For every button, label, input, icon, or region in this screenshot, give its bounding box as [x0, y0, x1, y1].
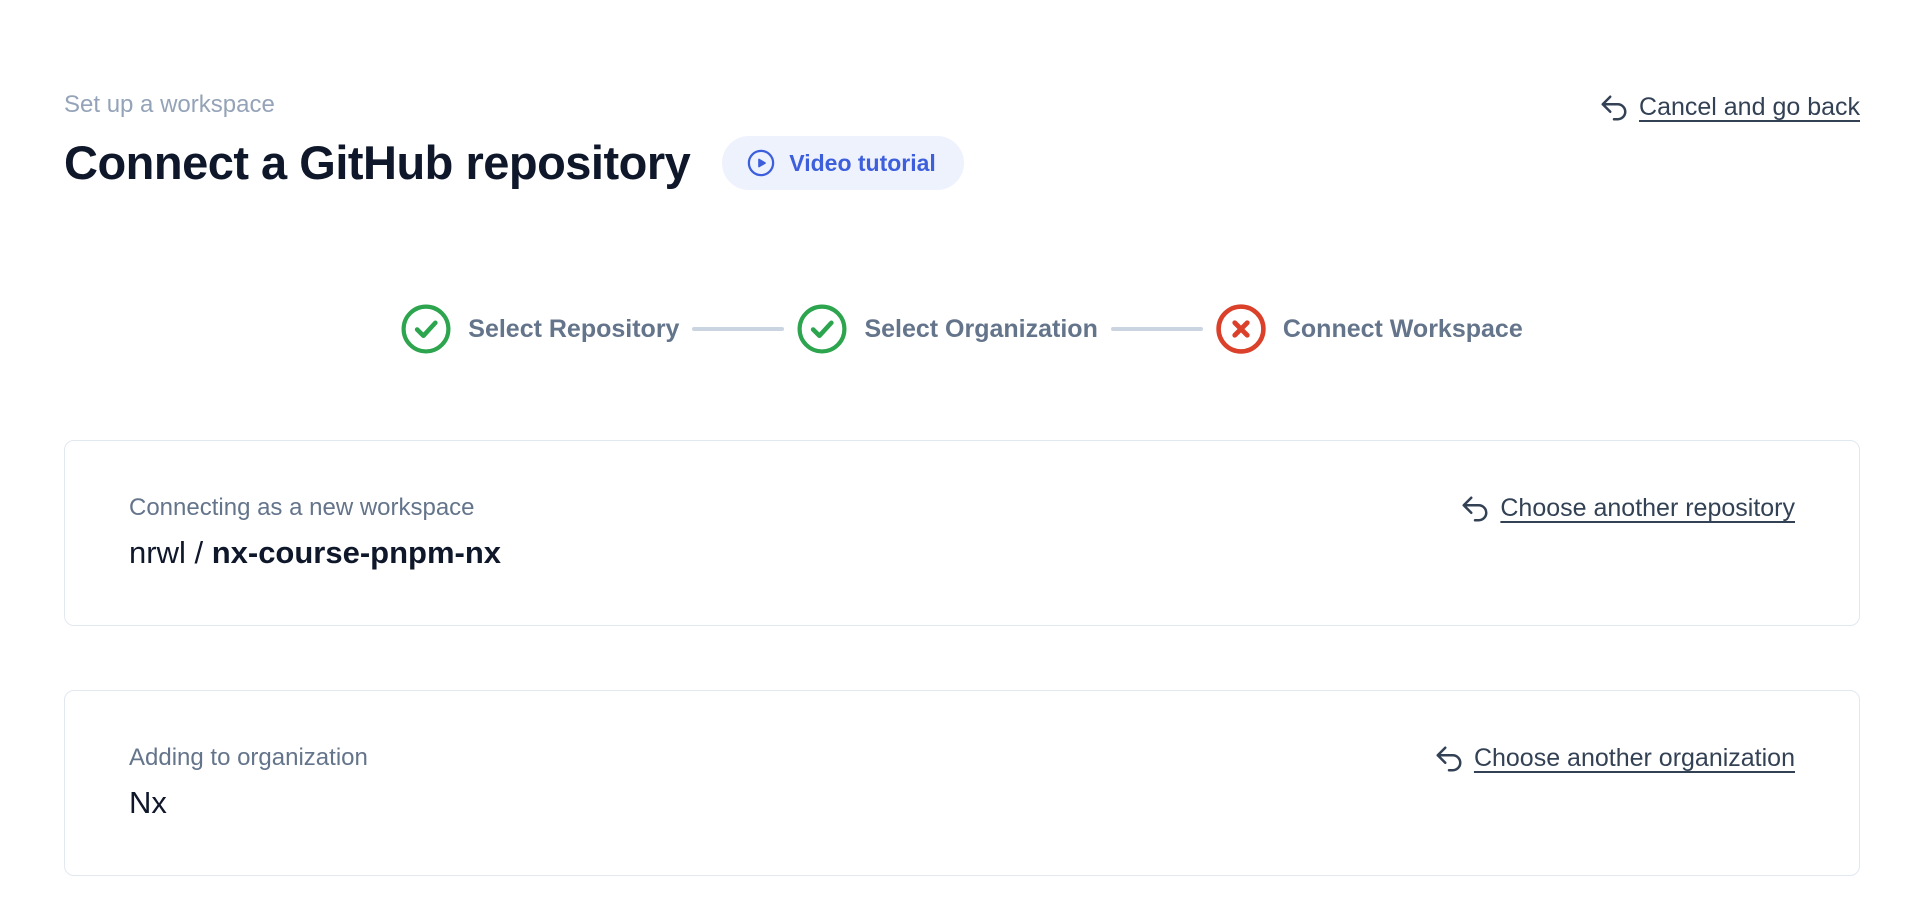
header-left: Set up a workspace Connect a GitHub repo…	[64, 90, 964, 192]
x-circle-icon	[1216, 304, 1266, 354]
choose-another-repository-link[interactable]: Choose another repository	[1460, 493, 1795, 524]
choose-another-repository-label: Choose another repository	[1500, 494, 1795, 522]
repository-repo: nx-course-pnpm-nx	[211, 535, 502, 570]
title-row: Connect a GitHub repository Video tutori…	[64, 134, 964, 192]
page-header: Set up a workspace Connect a GitHub repo…	[64, 0, 1860, 192]
stepper-connector	[1110, 327, 1203, 331]
step-connect-workspace: Connect Workspace	[1216, 304, 1523, 354]
check-circle-icon	[797, 304, 847, 354]
organization-card: Adding to organization Nx Choose another…	[64, 690, 1860, 876]
cancel-and-go-back-link[interactable]: Cancel and go back	[1599, 92, 1860, 123]
step-label: Select Repository	[468, 314, 680, 343]
step-select-organization: Select Organization	[797, 304, 1098, 354]
video-tutorial-label: Video tutorial	[789, 149, 936, 176]
step-label: Select Organization	[864, 314, 1098, 343]
page-title: Connect a GitHub repository	[64, 136, 691, 189]
repository-name: nrwl / nx-course-pnpm-nx	[129, 533, 501, 573]
undo-arrow-icon	[1460, 494, 1490, 524]
choose-another-organization-link[interactable]: Choose another organization	[1434, 743, 1795, 774]
video-tutorial-button[interactable]: Video tutorial	[722, 136, 964, 190]
organization-name: Nx	[129, 783, 368, 823]
repository-card: Connecting as a new workspace nrwl / nx-…	[64, 440, 1860, 626]
repository-owner: nrwl /	[129, 535, 212, 570]
step-label: Connect Workspace	[1282, 314, 1523, 343]
organization-card-label: Adding to organization	[129, 744, 368, 771]
organization-card-info: Adding to organization Nx	[129, 743, 368, 823]
organization-name-text: Nx	[129, 785, 167, 820]
step-select-repository: Select Repository	[401, 304, 679, 354]
stepper-connector	[692, 327, 785, 331]
check-circle-icon	[401, 304, 451, 354]
choose-another-organization-label: Choose another organization	[1473, 744, 1795, 772]
undo-arrow-icon	[1434, 744, 1464, 774]
repository-card-info: Connecting as a new workspace nrwl / nx-…	[129, 493, 501, 573]
play-circle-icon	[746, 148, 776, 178]
eyebrow-label: Set up a workspace	[64, 91, 275, 118]
stepper: Select Repository Select Organization Co…	[64, 304, 1860, 354]
cancel-link-label: Cancel and go back	[1639, 93, 1860, 121]
repository-card-label: Connecting as a new workspace	[129, 494, 475, 521]
undo-arrow-icon	[1599, 93, 1629, 123]
